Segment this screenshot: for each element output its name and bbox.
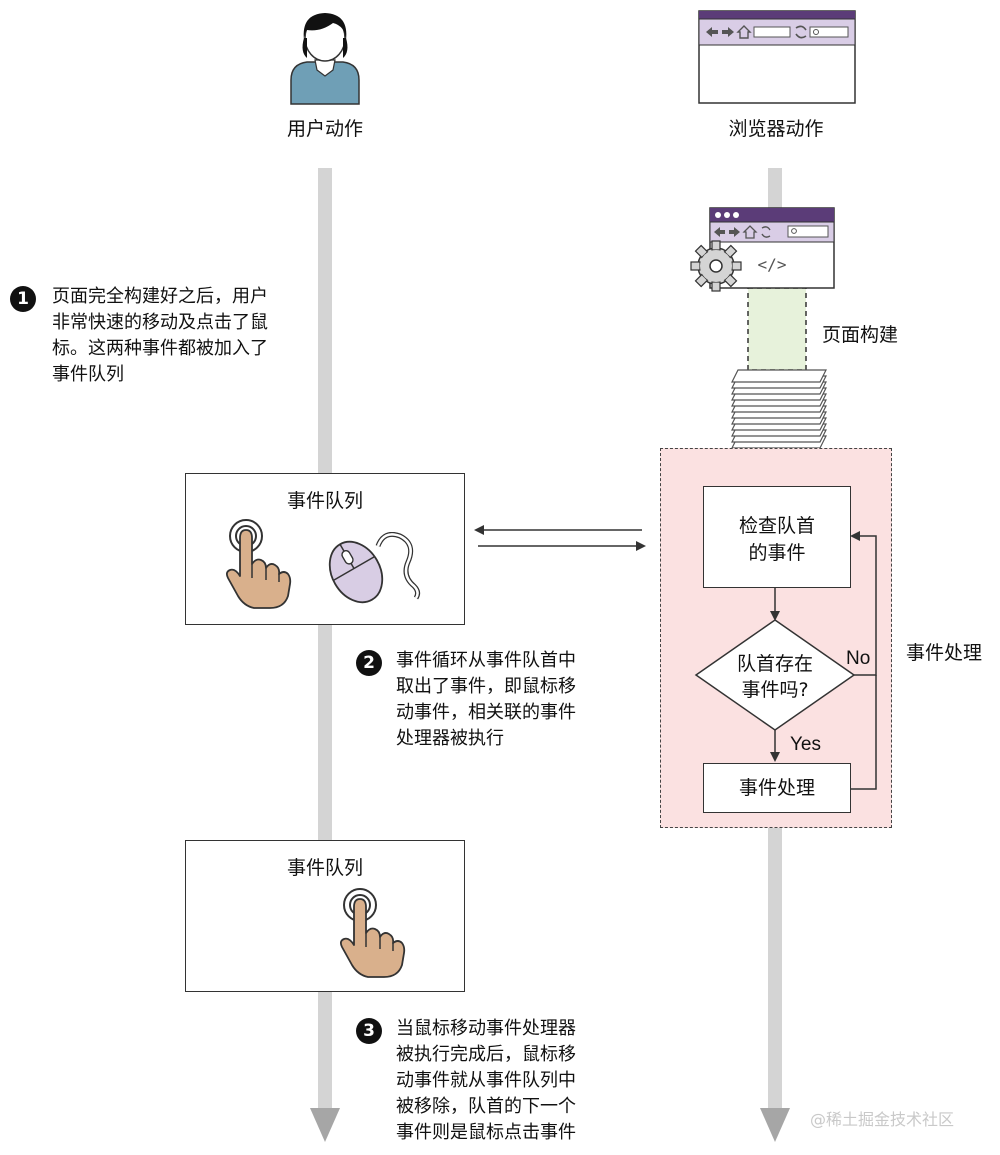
handle-event-box: 事件处理	[703, 763, 851, 813]
event-handling-label: 事件处理	[906, 642, 983, 664]
browser-lane-arrow	[760, 1108, 790, 1142]
decision-line-1: 队首存在	[736, 653, 813, 675]
step-2-line: 动事件，相关联的事件	[396, 702, 576, 723]
event-queue-box-1: 事件队列	[185, 473, 465, 625]
step-1-note: 页面完全构建好之后，用户 非常快速的移动及点击了鼠 标。这两种事件都被加入了 事…	[52, 284, 322, 388]
user-lane-arrow	[310, 1108, 340, 1142]
step-2-badge: 2	[356, 650, 382, 676]
step-1-line: 事件队列	[52, 364, 124, 385]
step-3-line: 被移除，队首的下一个	[396, 1096, 576, 1117]
document-stack-icon	[731, 369, 827, 449]
step-1-badge: 1	[10, 286, 36, 312]
queue-exchange-arrows	[474, 525, 646, 551]
event-queue-box-2: 事件队列	[185, 840, 465, 992]
step-3-line: 事件则是鼠标点击事件	[396, 1122, 576, 1143]
hand-pointer-icon	[339, 888, 406, 978]
step-2-note: 事件循环从事件队首中 取出了事件，即鼠标移 动事件，相关联的事件 处理器被执行	[396, 648, 636, 752]
browser-window-icon	[698, 10, 856, 104]
decision-line-2: 事件吗?	[741, 679, 809, 701]
code-glyph: </>	[758, 255, 787, 274]
step-2-line: 处理器被执行	[396, 728, 504, 749]
yes-label: Yes	[790, 734, 821, 755]
step-1-line: 页面完全构建好之后，用户	[52, 286, 268, 307]
check-queue-head-box: 检查队首 的事件	[703, 486, 851, 588]
step-3-note: 当鼠标移动事件处理器 被执行完成后，鼠标移 动事件就从事件队列中 被移除，队首的…	[396, 1016, 636, 1146]
check-line-2: 的事件	[748, 542, 806, 564]
step-3-line: 被执行完成后，鼠标移	[396, 1044, 576, 1065]
mouse-icon	[328, 532, 421, 604]
user-lane-title: 用户动作	[286, 118, 363, 140]
check-line-1: 检查队首	[738, 515, 815, 537]
step-3-line: 当鼠标移动事件处理器	[396, 1018, 576, 1039]
event-queue-title-2: 事件队列	[286, 857, 363, 879]
browser-lane-title: 浏览器动作	[728, 118, 824, 140]
gear-icon	[690, 240, 742, 292]
step-3-badge: 3	[356, 1018, 382, 1044]
event-queue-title-1: 事件队列	[286, 490, 363, 512]
hand-pointer-icon	[225, 519, 292, 609]
step-2-line: 取出了事件，即鼠标移	[396, 676, 576, 697]
flowchart-connectors	[694, 531, 877, 790]
step-3-line: 动事件就从事件队列中	[396, 1070, 576, 1091]
user-icon	[290, 13, 360, 105]
step-1-line: 非常快速的移动及点击了鼠	[52, 312, 268, 333]
page-build-graphic: </>	[690, 207, 835, 449]
decision-text: 队首存在 事件吗?	[720, 651, 830, 703]
no-label: No	[846, 648, 871, 669]
decision-diamond	[694, 619, 856, 731]
step-1-line: 标。这两种事件都被加入了	[52, 338, 268, 359]
watermark: @稀土掘金技术社区	[810, 1110, 955, 1129]
page-build-label: 页面构建	[822, 324, 899, 346]
step-2-line: 事件循环从事件队首中	[396, 650, 576, 671]
